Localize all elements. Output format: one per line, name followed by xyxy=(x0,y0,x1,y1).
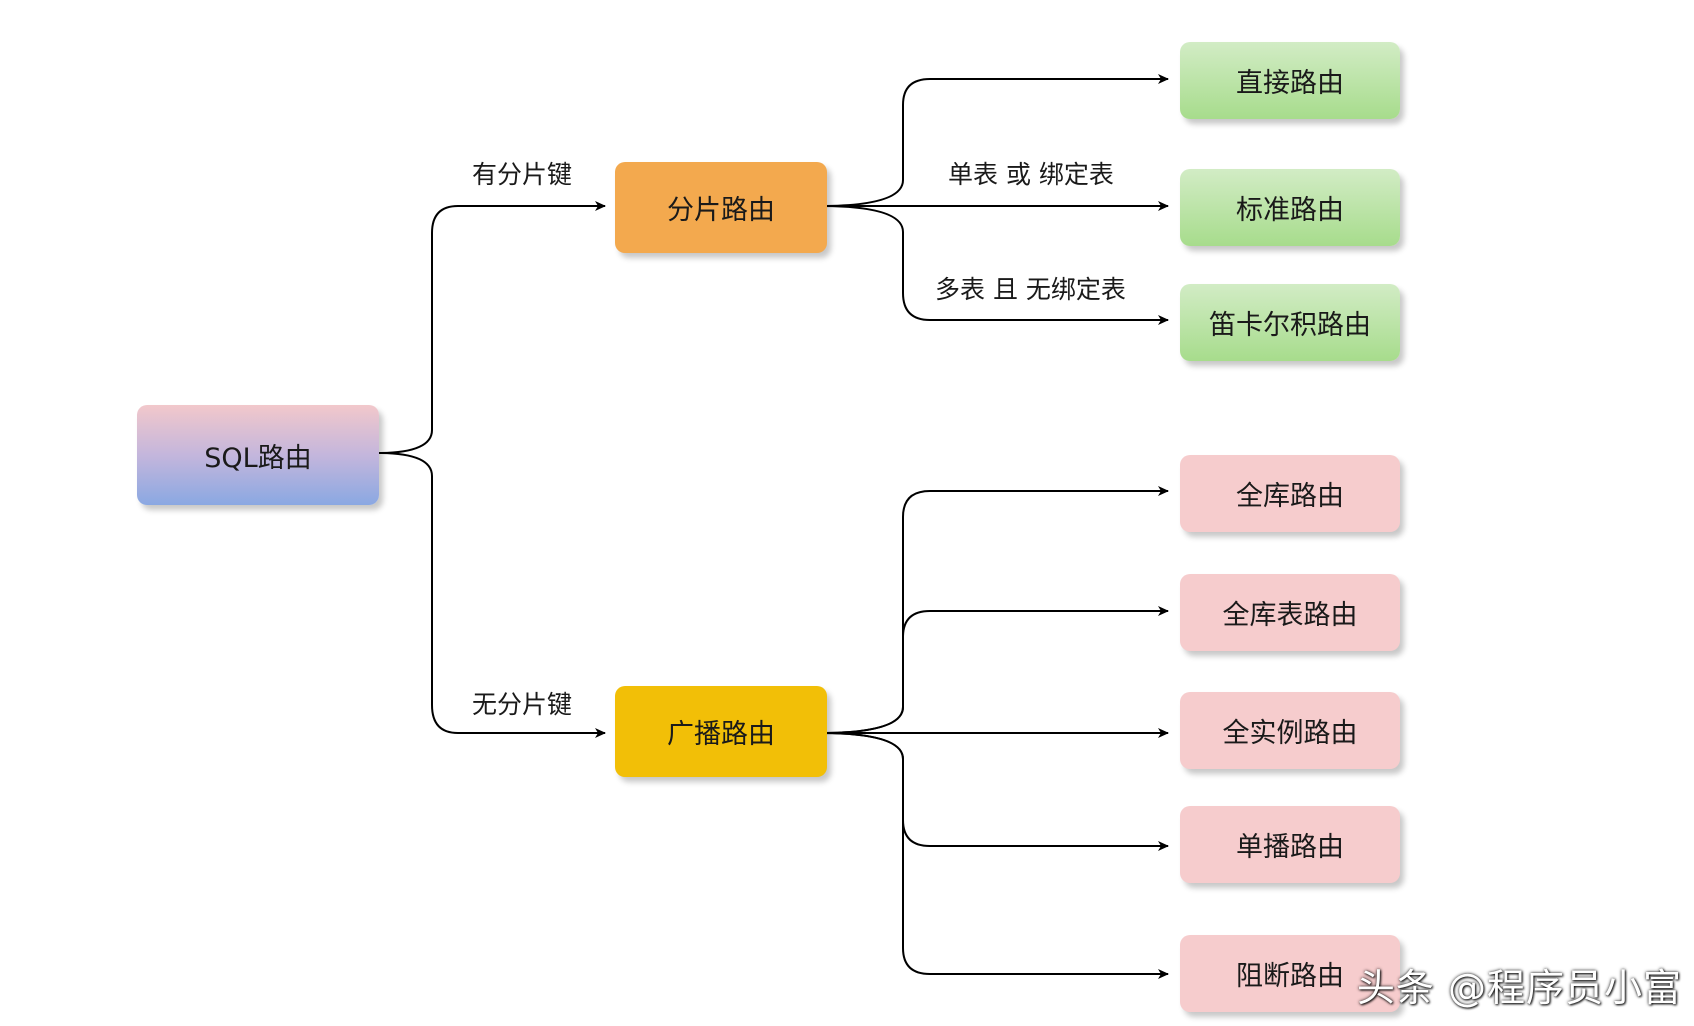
all-db-table-routing-label: 全库表路由 xyxy=(1222,600,1358,631)
edge-label-has-shard-key: 有分片键 xyxy=(472,160,573,190)
block-routing-label: 阻断路由 xyxy=(1236,961,1344,992)
cartesian-routing-label: 笛卡尔积路由 xyxy=(1209,310,1371,341)
root-label: SQL路由 xyxy=(204,442,312,474)
all-db-routing-node: 全库路由 xyxy=(1180,455,1400,532)
edge-label-no-shard-key: 无分片键 xyxy=(472,690,573,720)
shard-routing-node: 分片路由 xyxy=(615,162,827,253)
root-node: SQL路由 xyxy=(137,405,379,505)
broadcast-routing-label: 广播路由 xyxy=(667,719,775,750)
all-db-routing-label: 全库路由 xyxy=(1236,481,1344,512)
edge-shard-to-direct xyxy=(819,74,1169,207)
unicast-routing-label: 单播路由 xyxy=(1236,832,1344,863)
edge-bcast-to-block xyxy=(819,732,1169,979)
all-instance-routing-label: 全实例路由 xyxy=(1222,718,1358,749)
standard-routing-node: 标准路由 xyxy=(1180,169,1400,246)
cartesian-routing-node: 笛卡尔积路由 xyxy=(1180,284,1400,361)
edge-root-to-shard xyxy=(377,201,606,454)
edge-shard-to-cartesian xyxy=(819,205,1169,325)
edge-root-to-broadcast xyxy=(377,452,606,738)
watermark: 头条 @程序员小富 xyxy=(1356,966,1682,1010)
direct-routing-label: 直接路由 xyxy=(1236,68,1344,99)
shard-routing-label: 分片路由 xyxy=(667,195,775,226)
edge-bcast-to-alldbtable xyxy=(819,606,1169,734)
edge-bcast-to-unicast xyxy=(819,732,1169,851)
block-routing-node: 阻断路由 xyxy=(1180,935,1400,1012)
edge-label-multi-no-binding: 多表 且 无绑定表 xyxy=(935,275,1126,305)
edge-label-single-or-binding: 单表 或 绑定表 xyxy=(948,160,1114,190)
all-db-table-routing-node: 全库表路由 xyxy=(1180,574,1400,651)
direct-routing-node: 直接路由 xyxy=(1180,42,1400,119)
standard-routing-label: 标准路由 xyxy=(1236,195,1344,226)
all-instance-routing-node: 全实例路由 xyxy=(1180,692,1400,769)
unicast-routing-node: 单播路由 xyxy=(1180,806,1400,883)
broadcast-routing-node: 广播路由 xyxy=(615,686,827,777)
